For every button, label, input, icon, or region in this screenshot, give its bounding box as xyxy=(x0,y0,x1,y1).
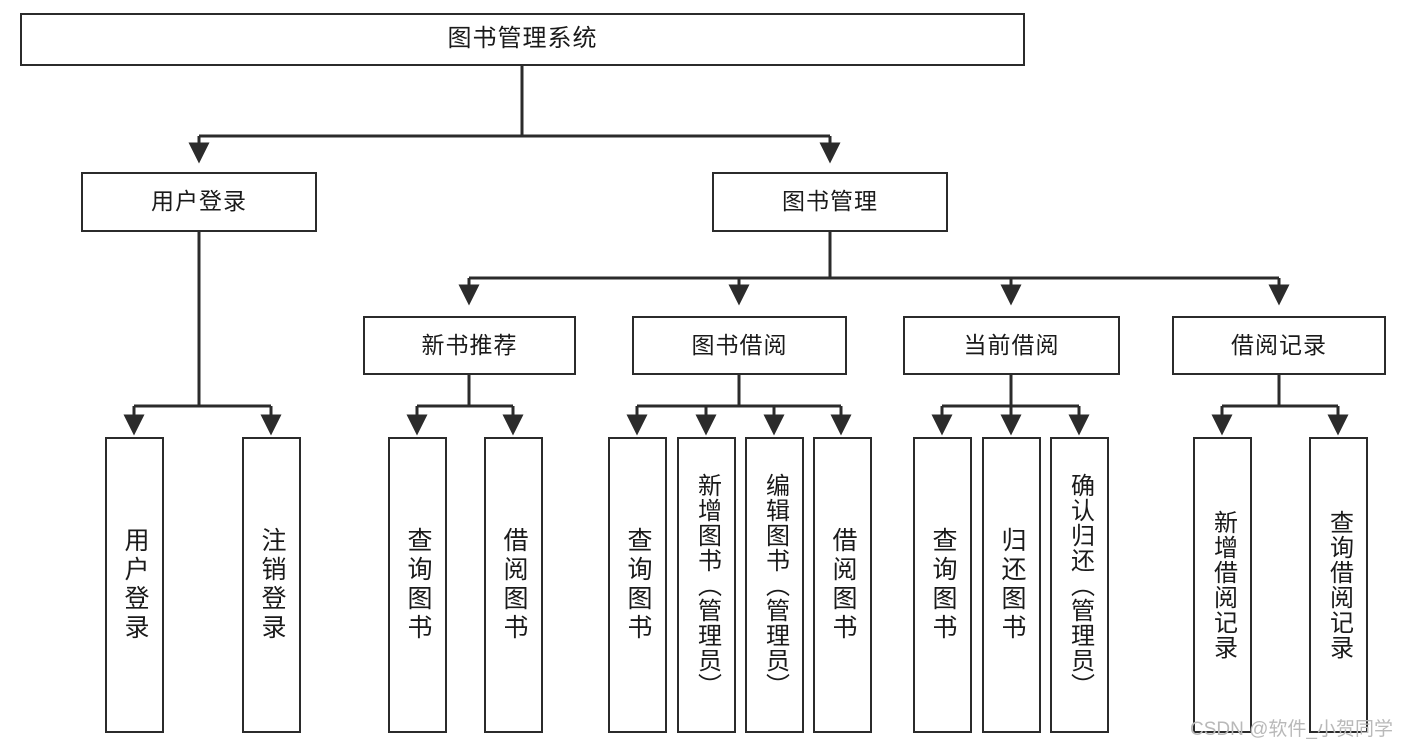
node-new-book-recommendation[interactable]: 新书推荐 xyxy=(363,316,576,375)
node-label: 编辑图书（管理员） xyxy=(761,472,789,698)
node-user-login[interactable]: 用户登录 xyxy=(81,172,317,232)
leaf-query-book-borrowing[interactable]: 查询图书 xyxy=(608,437,667,733)
leaf-query-book-current[interactable]: 查询图书 xyxy=(913,437,972,733)
node-label: 查询图书 xyxy=(929,527,957,643)
node-label: 查询图书 xyxy=(624,527,652,643)
node-label: 借阅记录 xyxy=(1231,331,1327,358)
node-book-management[interactable]: 图书管理 xyxy=(712,172,948,232)
node-label: 用户登录 xyxy=(121,527,149,643)
node-label: 新增借阅记录 xyxy=(1209,510,1237,660)
node-label: 当前借阅 xyxy=(963,331,1060,358)
leaf-confirm-return-admin[interactable]: 确认归还（管理员） xyxy=(1050,437,1109,733)
leaf-add-borrowing-record[interactable]: 新增借阅记录 xyxy=(1193,437,1252,733)
node-label: 借阅图书 xyxy=(500,527,528,643)
leaf-edit-book-admin[interactable]: 编辑图书（管理员） xyxy=(745,437,804,733)
leaf-logout[interactable]: 注销登录 xyxy=(242,437,301,733)
node-label: 借阅图书 xyxy=(829,527,857,643)
leaf-user-login[interactable]: 用户登录 xyxy=(105,437,164,733)
node-label: 归还图书 xyxy=(998,527,1026,643)
node-label: 注销登录 xyxy=(258,527,286,643)
leaf-borrow-book-recommendation[interactable]: 借阅图书 xyxy=(484,437,543,733)
leaf-return-book[interactable]: 归还图书 xyxy=(982,437,1041,733)
node-label: 新增图书（管理员） xyxy=(693,472,721,698)
leaf-borrow-book-borrowing[interactable]: 借阅图书 xyxy=(813,437,872,733)
node-book-borrowing[interactable]: 图书借阅 xyxy=(632,316,847,375)
node-label: 用户登录 xyxy=(151,188,247,215)
leaf-query-book-recommendation[interactable]: 查询图书 xyxy=(388,437,447,733)
node-root-system[interactable]: 图书管理系统 xyxy=(20,13,1025,66)
node-current-borrowing[interactable]: 当前借阅 xyxy=(903,316,1120,375)
node-label: 确认归还（管理员） xyxy=(1066,472,1094,698)
leaf-query-borrowing-record[interactable]: 查询借阅记录 xyxy=(1309,437,1368,733)
node-label: 图书管理系统 xyxy=(447,25,598,53)
node-label: 新书推荐 xyxy=(421,331,518,358)
node-label: 图书管理 xyxy=(782,188,878,215)
node-label: 图书借阅 xyxy=(691,331,788,358)
leaf-add-book-admin[interactable]: 新增图书（管理员） xyxy=(677,437,736,733)
node-label: 查询图书 xyxy=(404,527,432,643)
node-label: 查询借阅记录 xyxy=(1325,510,1353,660)
node-borrowing-record[interactable]: 借阅记录 xyxy=(1172,316,1386,375)
